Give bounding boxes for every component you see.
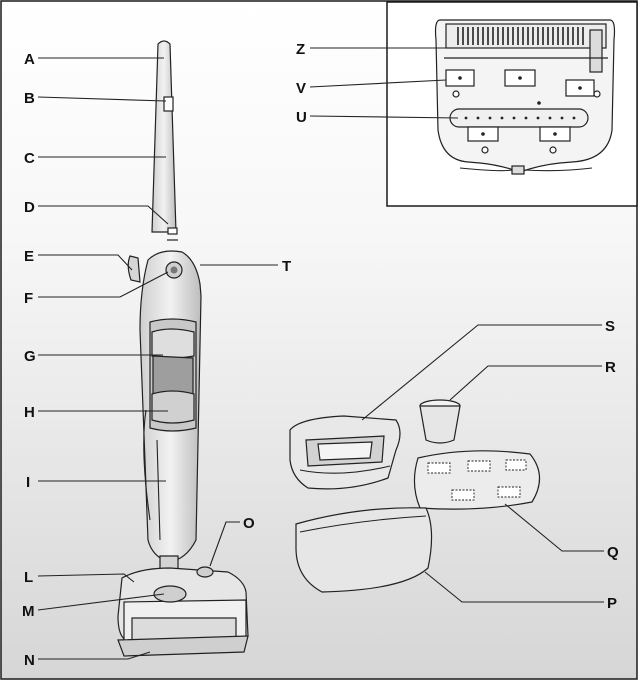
label-F: F xyxy=(24,290,33,307)
label-L: L xyxy=(24,569,33,586)
steam-mop-device xyxy=(117,40,249,657)
label-C: C xyxy=(24,150,35,167)
label-N: N xyxy=(24,652,35,669)
label-R: R xyxy=(605,359,616,376)
label-P: P xyxy=(607,595,617,612)
label-S: S xyxy=(605,318,615,335)
inset-underside-view xyxy=(386,1,638,207)
label-Z: Z xyxy=(296,41,305,58)
cleaning-pad xyxy=(295,507,433,593)
label-Q: Q xyxy=(607,544,619,561)
label-G: G xyxy=(24,348,36,365)
label-E: E xyxy=(24,248,34,265)
carpet-glider xyxy=(289,415,401,490)
label-U: U xyxy=(296,109,307,126)
leader-lines xyxy=(37,47,604,660)
label-T: T xyxy=(282,258,291,275)
measuring-cup xyxy=(419,399,461,444)
label-M: M xyxy=(22,603,35,620)
label-V: V xyxy=(296,80,306,97)
label-I: I xyxy=(26,474,30,491)
label-H: H xyxy=(24,404,35,421)
label-A: A xyxy=(24,51,35,68)
label-D: D xyxy=(24,199,35,216)
microfibre-cloth xyxy=(413,450,541,510)
label-B: B xyxy=(24,90,35,107)
label-O: O xyxy=(243,515,255,532)
